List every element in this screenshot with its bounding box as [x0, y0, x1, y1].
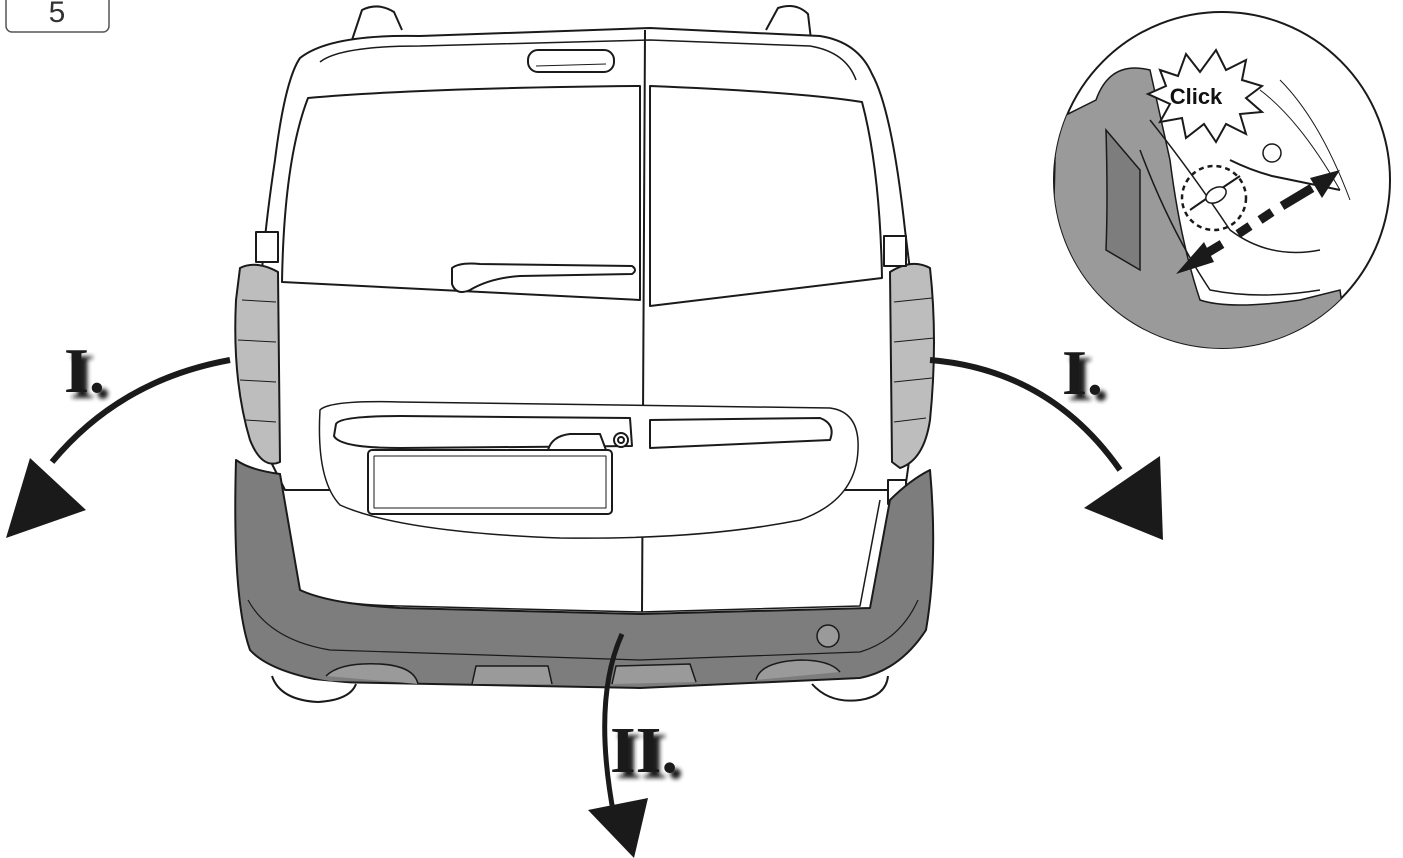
label-bottom-shadow: II. — [616, 720, 684, 793]
right-tail-lamp — [889, 262, 935, 469]
detail-double-arrow — [1176, 170, 1340, 274]
step-number: 5 — [49, 0, 66, 29]
click-burst — [1145, 48, 1265, 144]
label-left-text: I. — [64, 335, 105, 406]
label-right-shadow: I. — [1068, 343, 1109, 414]
left-tail-lamp — [234, 263, 281, 465]
connector-detail: Click — [1053, 11, 1391, 349]
right-arrow — [929, 357, 1163, 540]
van-rear — [234, 5, 935, 703]
click-text: Click — [1170, 84, 1223, 109]
rear-bumper — [234, 459, 935, 689]
rear-wiper — [451, 262, 636, 293]
left-wheel — [271, 675, 357, 703]
bottom-arrow — [588, 632, 648, 858]
label-bottom: II. II. — [610, 714, 684, 793]
right-wheel — [811, 675, 889, 702]
label-right: I. I. — [1062, 337, 1109, 414]
label-right-text: I. — [1062, 337, 1103, 408]
label-bottom-text: II. — [610, 714, 678, 787]
label-left-shadow: I. — [70, 341, 111, 412]
step-badge: 5 — [5, 0, 110, 33]
left-arrow — [6, 357, 231, 538]
label-left: I. I. — [64, 335, 111, 412]
